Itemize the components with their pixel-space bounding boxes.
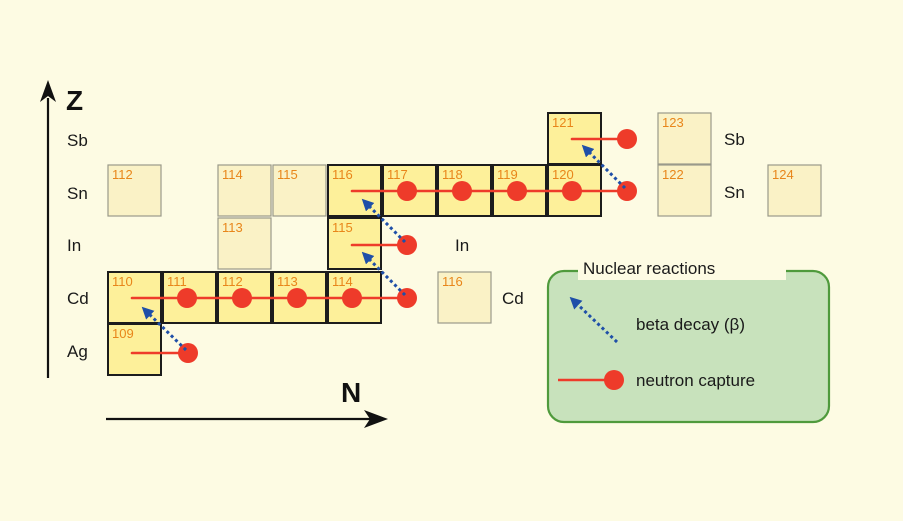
mass-number: 124 (772, 167, 794, 182)
mass-number: 111 (167, 274, 187, 289)
row-label-in: In (67, 236, 81, 255)
mass-number: 116 (332, 167, 353, 182)
isotope-cell-sb-123: 123 (657, 112, 712, 165)
row-label-sn: Sn (67, 184, 88, 203)
legend-neutron-capture: neutron capture (636, 371, 755, 390)
side-label-cd: Cd (502, 289, 524, 308)
isotope-cell-sn-122: 122 (657, 164, 712, 217)
row-label-sb: Sb (67, 131, 88, 150)
mass-number: 118 (442, 167, 463, 182)
mass-number: 113 (222, 220, 243, 235)
row-label-cd: Cd (67, 289, 89, 308)
mass-number: 120 (552, 167, 574, 182)
isotope-box (657, 112, 712, 165)
z-axis (40, 80, 56, 378)
row-label-ag: Ag (67, 342, 88, 361)
legend-box (546, 269, 831, 424)
beta-decay-icon (569, 296, 619, 344)
isotope-cell-in-113: 113 (217, 217, 272, 270)
isotope-cell-sn-112: 112 (107, 164, 162, 217)
isotope-box (657, 164, 712, 217)
mass-number: 112 (112, 167, 133, 182)
mass-number: 123 (662, 115, 684, 130)
isotope-cell-ag-109: 109 (107, 323, 162, 376)
mass-number: 115 (332, 220, 353, 235)
neutron-capture-icon (558, 370, 624, 390)
n-axis-label: N (341, 377, 361, 408)
isotope-cell-sn-114: 114 (217, 164, 272, 217)
n-axis (106, 410, 388, 428)
mass-number: 112 (222, 274, 243, 289)
mass-number: 121 (552, 115, 574, 130)
side-label-sn: Sn (724, 183, 745, 202)
mass-number: 110 (112, 274, 133, 289)
isotope-cell-sn-115: 115 (272, 164, 327, 217)
legend: Nuclear reactions beta decay (β) neutron… (546, 259, 831, 424)
mass-number: 109 (112, 326, 134, 341)
side-label-in: In (455, 236, 469, 255)
isotope-box (437, 271, 492, 324)
isotope-cell-in-115: 115 (327, 217, 382, 270)
isotope-box (272, 164, 327, 217)
isotope-cell-cd-116: 116 (437, 271, 492, 324)
isotope-cell-cd-110: 110 (107, 271, 162, 324)
isotope-box (107, 323, 162, 376)
mass-number: 119 (497, 167, 518, 182)
reaction-path (130, 129, 637, 363)
mass-number: 114 (332, 274, 353, 289)
legend-beta-decay: beta decay (β) (636, 315, 745, 334)
mass-number: 114 (222, 167, 243, 182)
isotope-box (217, 164, 272, 217)
mass-number: 117 (387, 167, 408, 182)
row-labels: Sb Sn In Cd Ag (67, 131, 89, 361)
mass-number: 122 (662, 167, 684, 182)
side-label-sb: Sb (724, 130, 745, 149)
mass-number: 113 (277, 274, 298, 289)
isotope-box (217, 217, 272, 270)
mass-number: 116 (442, 274, 463, 289)
z-axis-label: Z (66, 85, 83, 116)
isotope-box (107, 164, 162, 217)
neutron-capture-dots (177, 129, 637, 363)
legend-title: Nuclear reactions (583, 259, 715, 278)
isotope-box (767, 164, 822, 217)
isotope-cell-sn-124: 124 (767, 164, 822, 217)
mass-number: 115 (277, 167, 298, 182)
